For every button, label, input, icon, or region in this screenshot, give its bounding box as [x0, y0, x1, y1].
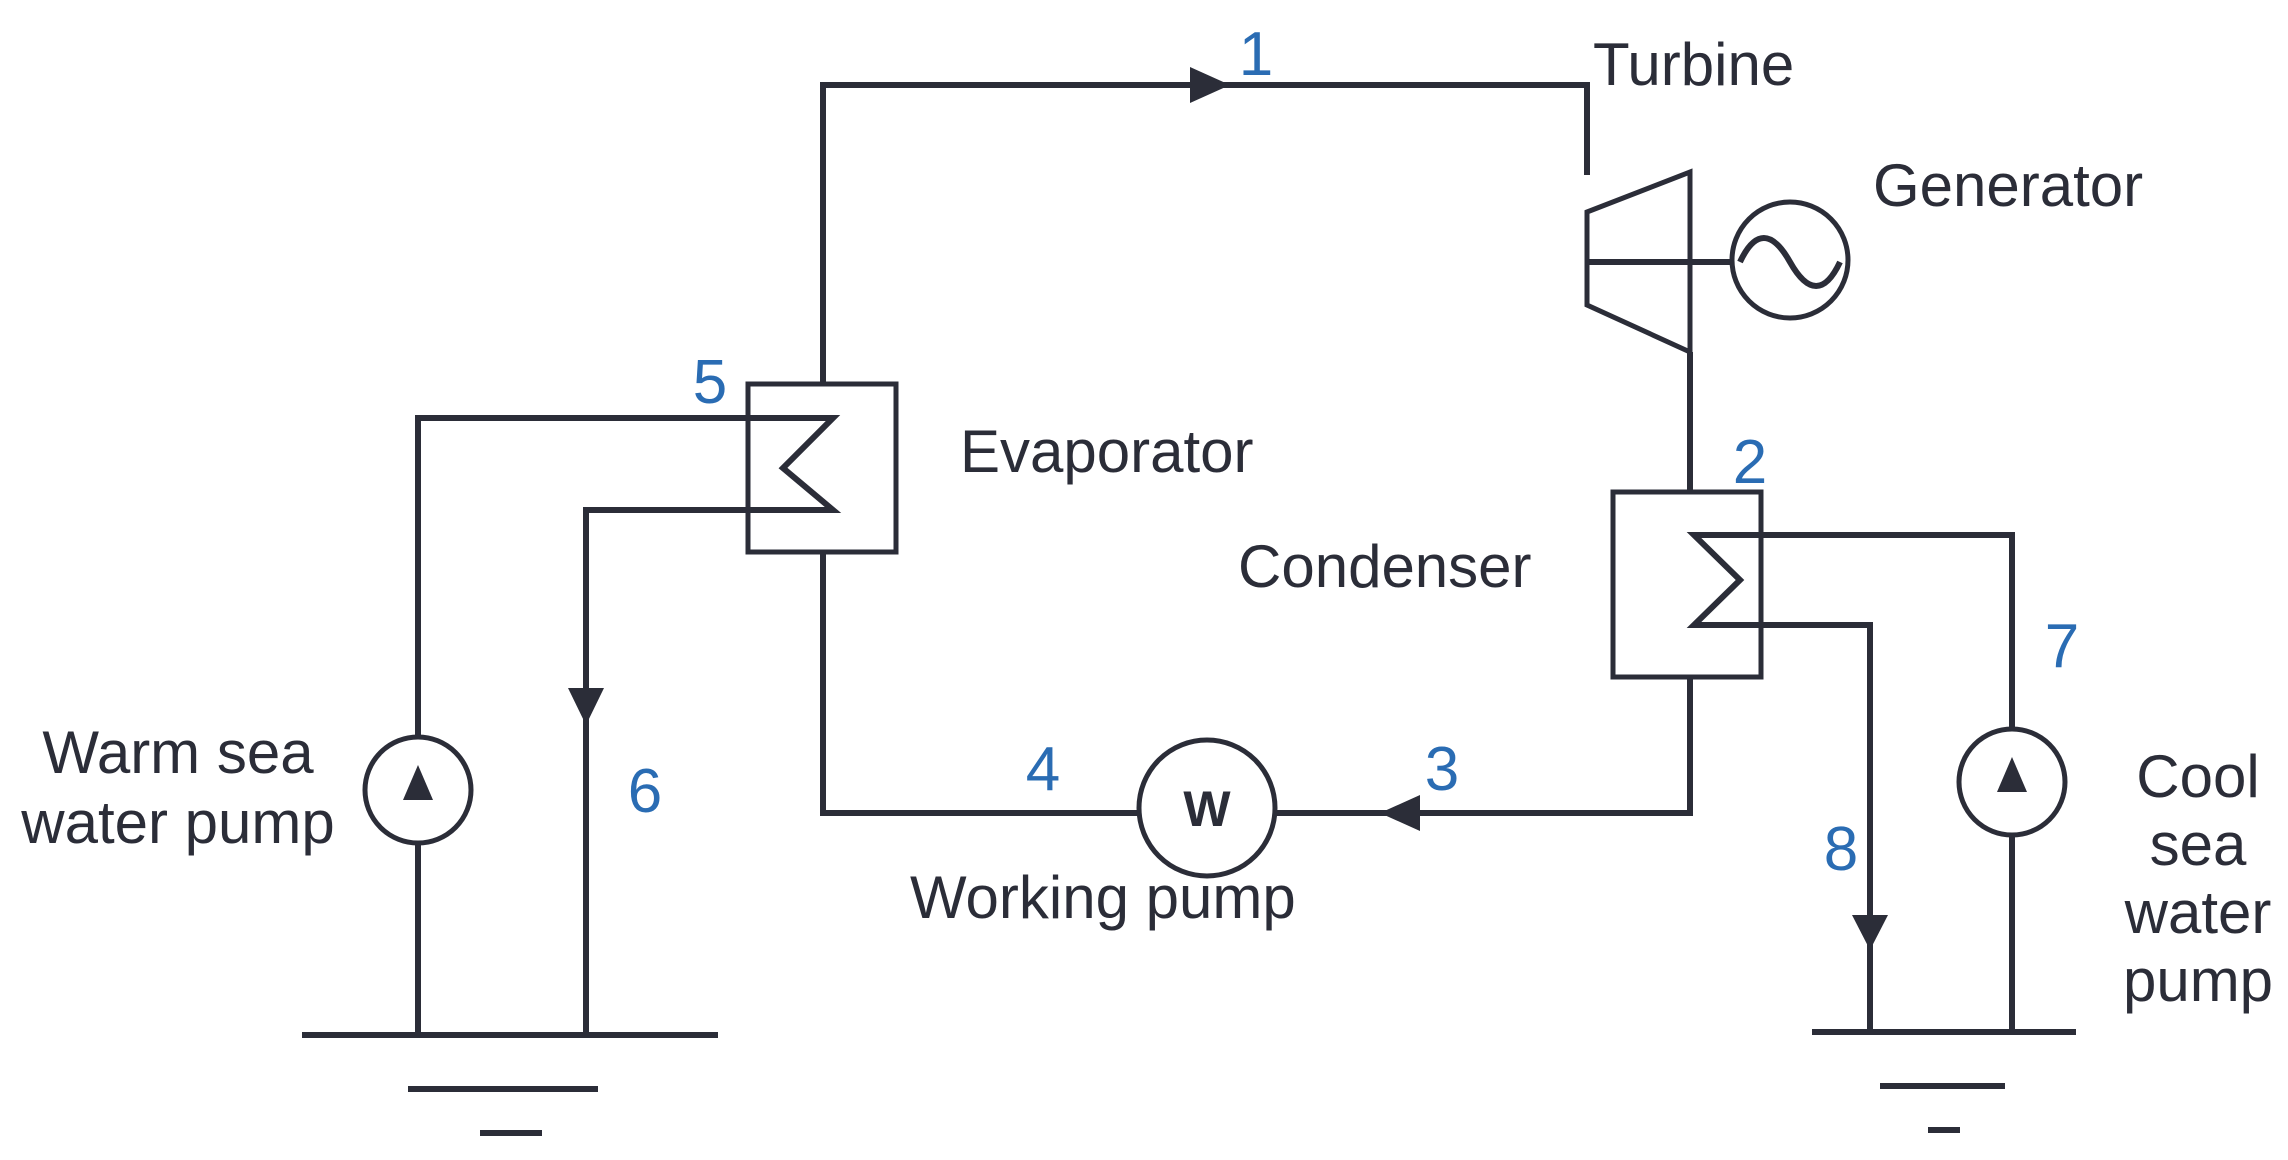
generator: [1729, 199, 1851, 321]
turbine: [1584, 168, 1734, 356]
evaporator-box: [745, 381, 899, 555]
cool-pump-label-line1: Cool: [2136, 743, 2259, 810]
state-point-7: 7: [2045, 612, 2079, 681]
generator-label: Generator: [1873, 152, 2143, 219]
working-pump-symbol: W: [1183, 781, 1231, 837]
evaporator: [745, 381, 899, 555]
cool-sea-water-loop: [1686, 532, 2076, 1133]
pipe-pump-to-evaporator: [820, 552, 1137, 816]
state-point-8: 8: [1824, 815, 1858, 884]
warm-pump-arrow: [403, 765, 433, 800]
warm-water-inlet-pipe: [415, 415, 842, 1035]
state-point-4: 4: [1026, 735, 1060, 804]
pipe-condenser-to-pump: [1277, 677, 1693, 816]
state-point-2: 2: [1733, 428, 1767, 497]
warm-pump-label-line2: water pump: [20, 789, 334, 856]
state-point-3: 3: [1425, 735, 1459, 804]
cool-pump-arrow: [1997, 757, 2027, 792]
turbine-label: Turbine: [1593, 31, 1794, 98]
pipe-evaporator-to-turbine: [820, 82, 1590, 384]
warm-pump-label-line1: Warm sea: [42, 719, 314, 786]
sine-wave-icon: [1737, 235, 1843, 289]
state-point-5: 5: [693, 348, 727, 417]
evaporator-label: Evaporator: [960, 418, 1254, 485]
working-fluid-loop: [820, 67, 1693, 831]
state-point-1: 1: [1239, 20, 1273, 89]
working-pump-icon: [1136, 737, 1278, 879]
flow-arrow-3: [1380, 795, 1420, 831]
working-pump-label: Working pump: [910, 864, 1296, 931]
working-pump: W: [1136, 737, 1278, 879]
state-point-6: 6: [628, 757, 662, 826]
flow-arrow-6: [568, 688, 604, 725]
cool-pump-label-line2: sea: [2150, 811, 2247, 878]
warm-sea-water-loop: [302, 415, 842, 1136]
condenser-label: Condenser: [1238, 533, 1532, 600]
flow-arrow-8: [1852, 915, 1888, 950]
flow-arrow-1: [1190, 67, 1230, 103]
cool-water-pipe: [1686, 532, 2015, 1032]
cool-pump-label-line4: pump: [2123, 947, 2273, 1014]
cool-pump-label-line3: water: [2124, 879, 2272, 946]
